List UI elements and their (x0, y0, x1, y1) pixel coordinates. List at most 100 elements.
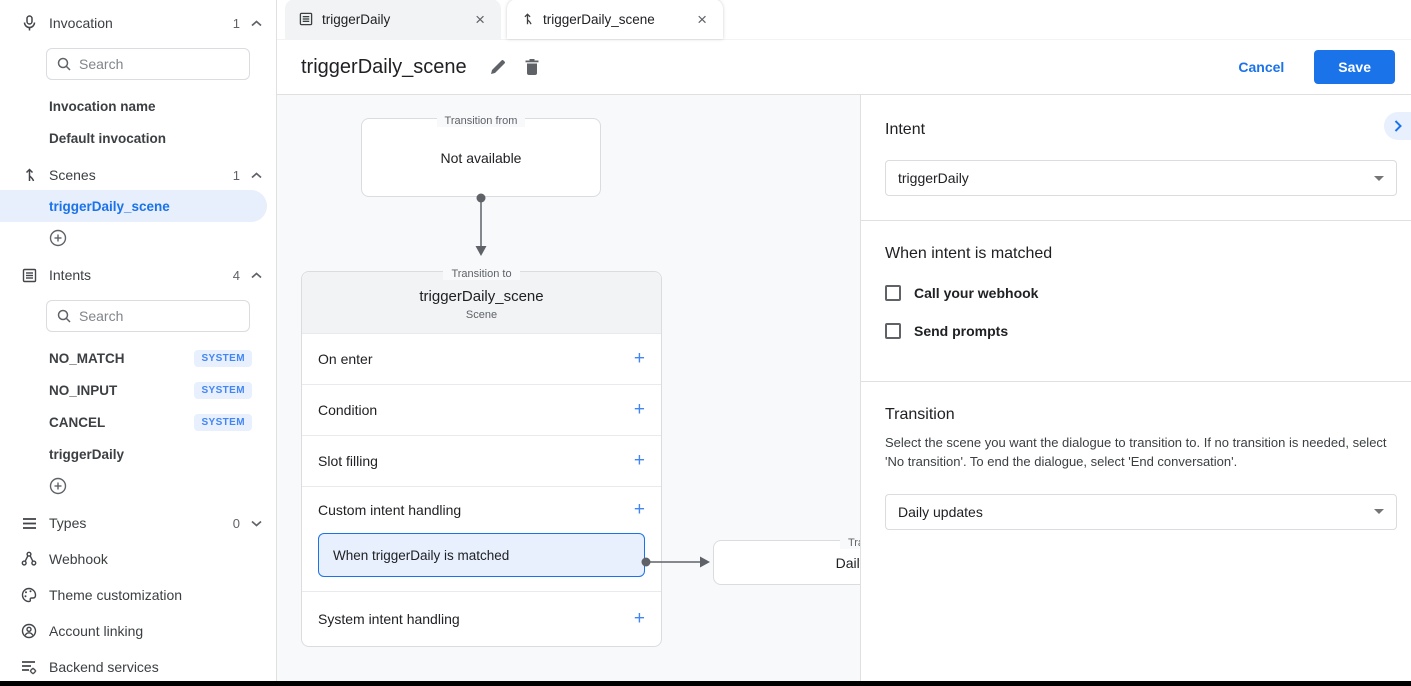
scene-card-title: triggerDaily_scene (419, 288, 544, 305)
call-webhook-checkbox-row[interactable]: Call your webhook (885, 285, 1411, 301)
row-label: Condition (318, 402, 378, 418)
account-circle-icon (20, 622, 38, 640)
intent-select-value: triggerDaily (898, 170, 969, 186)
add-condition-button[interactable]: + (633, 399, 645, 420)
custom-intent-handling-row[interactable]: Custom intent handling + (302, 487, 661, 533)
transition-from-box: Transition from Not available (361, 115, 601, 197)
pencil-icon (491, 59, 506, 74)
sidebar-section-label: Theme customization (49, 587, 183, 603)
section-count: 1 (232, 15, 240, 31)
sidebar-section-account[interactable]: Account linking (0, 616, 276, 646)
add-custom-intent-button[interactable]: + (633, 499, 645, 520)
system-badge: SYSTEM (194, 413, 252, 431)
intent-name: NO_MATCH (49, 350, 125, 366)
search-icon (57, 309, 71, 323)
palette-icon (20, 586, 38, 604)
add-intent-button[interactable] (0, 470, 276, 502)
row-label: On enter (318, 351, 373, 367)
add-slot-filling-button[interactable]: + (633, 450, 645, 471)
save-button[interactable]: Save (1314, 50, 1395, 84)
search-icon (57, 57, 71, 71)
microphone-icon (20, 14, 38, 32)
section-count: 4 (232, 267, 240, 283)
scene-card-header: triggerDaily_scene Scene (302, 272, 661, 333)
main-area: triggerDaily × triggerDaily_scene × trig… (277, 0, 1411, 681)
chevron-up-icon[interactable] (250, 169, 262, 181)
transition-select[interactable]: Daily updates (885, 493, 1397, 530)
section-count: 1 (232, 167, 240, 183)
intent-select[interactable]: triggerDaily (885, 160, 1397, 196)
sidebar-item-triggerdaily-scene[interactable]: triggerDaily_scene (0, 190, 267, 222)
toolbar: triggerDaily_scene Cancel Save (277, 40, 1411, 95)
system-badge: SYSTEM (194, 349, 252, 367)
slot-filling-row[interactable]: Slot filling + (302, 435, 661, 486)
close-icon[interactable]: × (475, 9, 485, 29)
sidebar-section-webhook[interactable]: Webhook (0, 544, 276, 574)
add-system-intent-button[interactable]: + (633, 608, 645, 629)
work-area: Transition from Not available Transition… (277, 95, 1411, 681)
chevron-up-icon[interactable] (250, 17, 262, 29)
sidebar-section-backend[interactable]: Backend services (0, 652, 276, 681)
sidebar-section-intents[interactable]: Intents 4 (0, 260, 276, 290)
add-circle-icon (49, 477, 67, 495)
sidebar-section-label: Types (49, 515, 87, 531)
sidebar-section-label: Intents (49, 267, 92, 283)
dropdown-caret-icon (1374, 509, 1384, 515)
delete-scene-button[interactable] (515, 50, 549, 84)
when-matched-heading: When intent is matched (885, 245, 1053, 262)
page-title: triggerDaily_scene (301, 55, 467, 78)
backend-services-icon (20, 658, 38, 676)
sidebar-section-label: Scenes (49, 167, 96, 183)
sidebar-item-no-input[interactable]: NO_INPUT SYSTEM (0, 374, 276, 406)
checkbox-unchecked-icon[interactable] (885, 285, 901, 301)
chevron-up-icon[interactable] (250, 269, 262, 281)
scene-icon (20, 166, 38, 184)
transition-target-box[interactable]: Transition to Daily updates (713, 537, 860, 585)
transition-target-value: Daily updates (835, 554, 860, 571)
tab-triggerdaily[interactable]: triggerDaily × (285, 0, 501, 39)
collapse-panel-button[interactable] (1384, 112, 1411, 140)
cancel-button[interactable]: Cancel (1222, 51, 1300, 83)
sidebar-section-invocation[interactable]: Invocation 1 (0, 8, 276, 38)
scene-card-subtitle: Scene (465, 309, 498, 321)
row-label: System intent handling (318, 611, 460, 627)
system-intent-handling-row[interactable]: System intent handling + (302, 591, 661, 646)
sidebar-item-cancel[interactable]: CANCEL SYSTEM (0, 406, 276, 438)
row-label: Custom intent handling (318, 502, 462, 518)
sidebar-section-theme[interactable]: Theme customization (0, 580, 276, 610)
intent-heading: Intent (885, 121, 926, 138)
intent-name: triggerDaily (49, 446, 125, 462)
tab-label: triggerDaily_scene (543, 11, 655, 27)
condition-row[interactable]: Condition + (302, 384, 661, 435)
scene-diagram-canvas[interactable]: Transition from Not available Transition… (277, 95, 860, 681)
edit-title-button[interactable] (481, 50, 515, 84)
add-scene-button[interactable] (0, 222, 276, 254)
invocation-search-input[interactable] (79, 56, 239, 72)
chevron-down-icon[interactable] (250, 517, 262, 529)
intent-name: CANCEL (49, 414, 106, 430)
sidebar-section-scenes[interactable]: Scenes 1 (0, 160, 276, 190)
add-on-enter-button[interactable]: + (633, 348, 645, 369)
invocation-search (46, 48, 250, 80)
checkbox-unchecked-icon[interactable] (885, 323, 901, 339)
tab-triggerdaily-scene[interactable]: triggerDaily_scene × (507, 0, 723, 39)
sidebar-item-no-match[interactable]: NO_MATCH SYSTEM (0, 342, 276, 374)
intent-list-icon (20, 266, 38, 284)
scene-card: Transition to triggerDaily_scene Scene O… (301, 268, 662, 647)
webhook-icon (20, 550, 38, 568)
trash-icon (525, 59, 539, 75)
tab-label: triggerDaily (322, 11, 391, 27)
intent-name: NO_INPUT (49, 382, 118, 398)
intents-search-input[interactable] (79, 308, 239, 324)
sidebar-item-triggerdaily[interactable]: triggerDaily (0, 438, 276, 470)
when-triggerdaily-matched-item[interactable]: When triggerDaily is matched (318, 533, 645, 577)
connector-down-arrow (475, 193, 487, 256)
sidebar-item-invocation-name[interactable]: Invocation name (49, 98, 156, 114)
on-enter-row[interactable]: On enter + (302, 333, 661, 384)
sidebar-item-default-invocation[interactable]: Default invocation (49, 130, 167, 146)
close-icon[interactable]: × (697, 9, 707, 29)
sidebar-section-types[interactable]: Types 0 (0, 508, 276, 538)
send-prompts-checkbox-row[interactable]: Send prompts (885, 323, 1411, 339)
tab-strip: triggerDaily × triggerDaily_scene × (277, 0, 1411, 40)
